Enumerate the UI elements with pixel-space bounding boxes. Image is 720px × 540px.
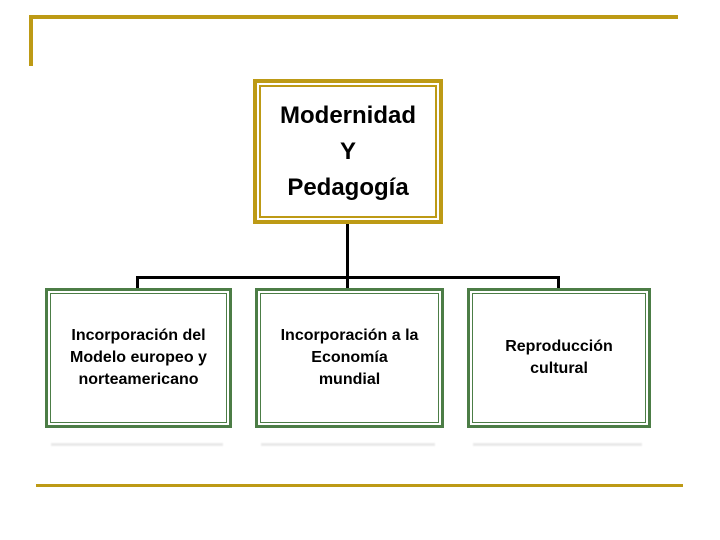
bottom-gold-rule bbox=[36, 484, 683, 487]
child-node-economia-mundial: Incorporación a la Economía mundial bbox=[255, 288, 444, 428]
child-node-reproduccion-cultural: Reproducción cultural bbox=[467, 288, 651, 428]
child-box-shadow bbox=[51, 443, 223, 446]
root-node-modernidad-y-pedagogia: Modernidad Y Pedagogía bbox=[253, 79, 443, 224]
connector-left-stub bbox=[136, 276, 139, 288]
corner-bracket-line bbox=[29, 15, 33, 66]
root-node-label: Modernidad Y Pedagogía bbox=[259, 85, 437, 218]
child-node-label: Reproducción cultural bbox=[472, 293, 646, 423]
connector-root-vertical bbox=[346, 224, 349, 288]
connector-horizontal bbox=[136, 276, 560, 279]
child-box-shadow bbox=[473, 443, 642, 446]
connector-right-stub bbox=[557, 276, 560, 288]
child-node-label: Incorporación a la Economía mundial bbox=[260, 293, 439, 423]
child-node-modelo-europeo: Incorporación del Modelo europeo y norte… bbox=[45, 288, 232, 428]
top-gold-rule bbox=[29, 15, 678, 19]
child-node-label: Incorporación del Modelo europeo y norte… bbox=[50, 293, 227, 423]
child-box-shadow bbox=[261, 443, 435, 446]
